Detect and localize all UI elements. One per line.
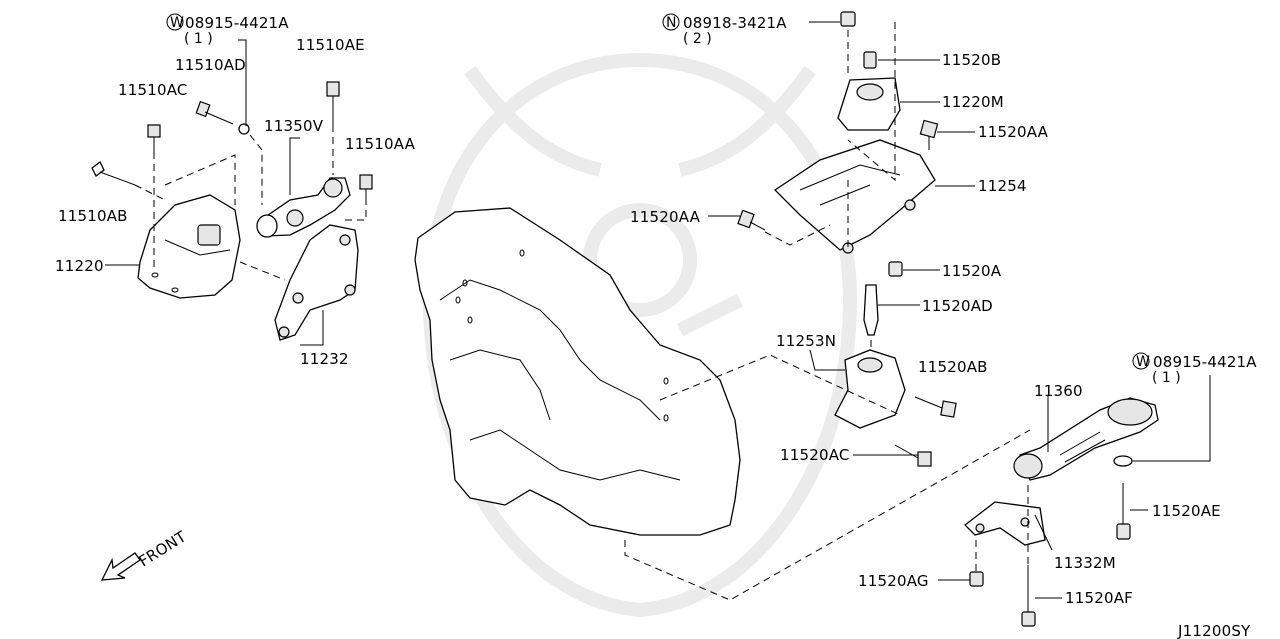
label-11520AD: 11520AD xyxy=(922,297,993,315)
bolt-11520A xyxy=(888,261,903,277)
front-label: FRONT xyxy=(136,527,190,570)
label-11510AA: 11510AA xyxy=(345,135,416,153)
engine-block xyxy=(414,207,741,536)
insulator-11220M xyxy=(837,77,901,131)
label-11520AB: 11520AB xyxy=(918,358,988,376)
label-11350V: 11350V xyxy=(264,117,324,135)
nut-08918-3421A xyxy=(840,11,856,27)
washer-mark-w1: W xyxy=(170,15,184,31)
label-08918-qty: ( 2 ) xyxy=(683,31,712,47)
bracket-11254 xyxy=(773,139,936,254)
label-11220: 11220 xyxy=(55,257,104,275)
label-11510AE: 11510AE xyxy=(296,36,365,54)
label-11510AD: 11510AD xyxy=(175,56,246,74)
label-08915-top-qty: ( 1 ) xyxy=(184,31,213,47)
front-arrow-icon xyxy=(100,552,141,581)
bracket-11253N xyxy=(834,349,906,429)
label-11520AE: 11520AE xyxy=(1152,502,1221,520)
bracket-11332M xyxy=(964,501,1046,546)
label-11253N: 11253N xyxy=(776,332,836,350)
label-08915-top: 08915-4421A xyxy=(185,14,289,32)
bolt-11520AG xyxy=(969,571,984,587)
bolt-11520AC xyxy=(894,444,932,467)
torque-rod-11360 xyxy=(1013,397,1159,481)
label-11360: 11360 xyxy=(1034,382,1083,400)
label-11332M: 11332M xyxy=(1054,554,1116,572)
label-11510AB: 11510AB xyxy=(58,207,128,225)
bolt-11520AA-left xyxy=(737,209,766,231)
diagram-code: J11200SY xyxy=(1177,622,1251,639)
label-08915-right: 08915-4421A xyxy=(1153,353,1257,371)
bolt-11510AA xyxy=(359,174,373,198)
bolt-11510AE xyxy=(326,81,340,125)
label-11232: 11232 xyxy=(300,350,349,368)
label-11520A: 11520A xyxy=(942,262,1002,280)
label-11254: 11254 xyxy=(978,177,1027,195)
label-08915-right-qty: ( 1 ) xyxy=(1152,370,1181,386)
label-11520AC: 11520AC xyxy=(780,446,850,464)
bolt-11510AC xyxy=(147,124,161,152)
label-11510AC: 11510AC xyxy=(118,81,188,99)
nut-marker-icon xyxy=(662,13,680,31)
bracket-11232 xyxy=(274,224,359,341)
bolt-11520AE xyxy=(1116,483,1131,540)
label-11520AF: 11520AF xyxy=(1065,589,1133,607)
bolt-11510AD xyxy=(195,100,250,135)
washer-mark-w2: W xyxy=(1136,354,1150,370)
torque-rod-11350V xyxy=(256,177,351,238)
label-11220M: 11220M xyxy=(942,93,1004,111)
bolt-11510AB xyxy=(91,161,136,186)
stud-11520AD xyxy=(863,284,879,336)
washer-marker-icon-right xyxy=(1132,352,1150,370)
label-11520AA-right: 11520AA xyxy=(978,123,1049,141)
bolt-11520B xyxy=(863,51,877,69)
bolt-11520AB xyxy=(914,396,957,418)
bolt-11520AF xyxy=(1021,565,1036,627)
washer-marker-icon xyxy=(166,13,184,31)
washer-08915-right xyxy=(1113,455,1133,467)
label-11520AG: 11520AG xyxy=(858,572,929,590)
label-11520AA-left: 11520AA xyxy=(630,208,701,226)
bolt-11520AA-right xyxy=(919,119,939,150)
label-11520B: 11520B xyxy=(942,51,1001,69)
engine-mount-11220 xyxy=(137,194,241,299)
nut-mark-n: N xyxy=(666,15,676,31)
label-08918: 08918-3421A xyxy=(683,14,787,32)
